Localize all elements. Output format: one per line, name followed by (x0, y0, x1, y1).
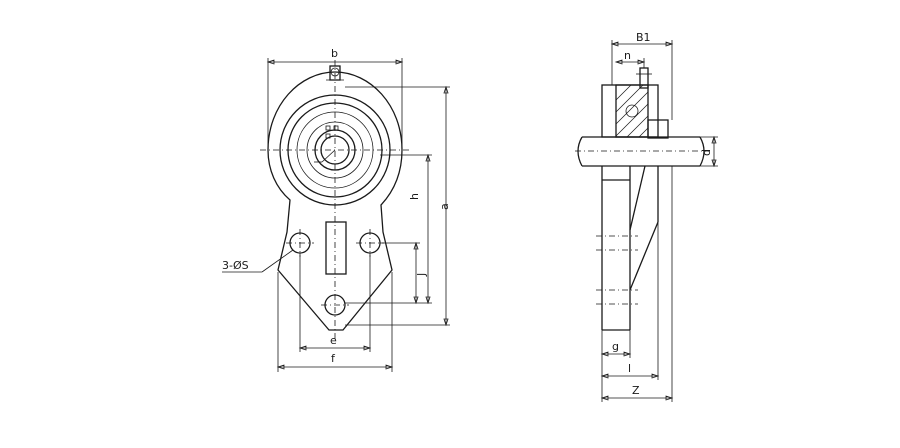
label-d: d (700, 149, 713, 156)
label-g: g (612, 340, 619, 353)
neck-slot (325, 221, 347, 275)
dimension-e: e (298, 253, 372, 352)
dimension-z: Z (600, 166, 674, 402)
label-n: n (624, 49, 631, 62)
label-b: b (331, 47, 338, 60)
housing-block (601, 84, 659, 138)
label-h: h (408, 193, 421, 200)
label-b1: B1 (636, 31, 651, 44)
dimension-g: g (600, 330, 632, 358)
dimension-a: a (345, 85, 451, 327)
holes-callout: 3-ØS (222, 249, 294, 273)
locking-collar (647, 119, 669, 139)
dimension-l: l (600, 222, 660, 380)
dimension-b1: B1 (610, 31, 674, 120)
shaft (575, 136, 710, 167)
dimension-b: b (266, 47, 404, 150)
bolt-holes-hidden (596, 235, 638, 305)
label-f: f (331, 352, 336, 365)
label-e: e (330, 334, 337, 347)
label-a: a (438, 203, 451, 210)
label-l: l (628, 362, 631, 375)
set-screw (314, 125, 339, 163)
front-view: b a h J (222, 47, 451, 372)
housing-outline (267, 71, 403, 331)
dimension-n: n (614, 49, 646, 68)
dimension-j: J (345, 241, 432, 305)
bearing-section (615, 84, 649, 138)
label-j: J (415, 273, 428, 277)
dimension-h: h (380, 153, 432, 305)
label-z: Z (632, 384, 640, 397)
flange-body (601, 165, 659, 331)
dimension-f: f (276, 272, 394, 372)
dimension-d: d (700, 135, 718, 168)
side-view: B1 n d g (575, 31, 718, 402)
label-holes: 3-ØS (222, 259, 249, 272)
